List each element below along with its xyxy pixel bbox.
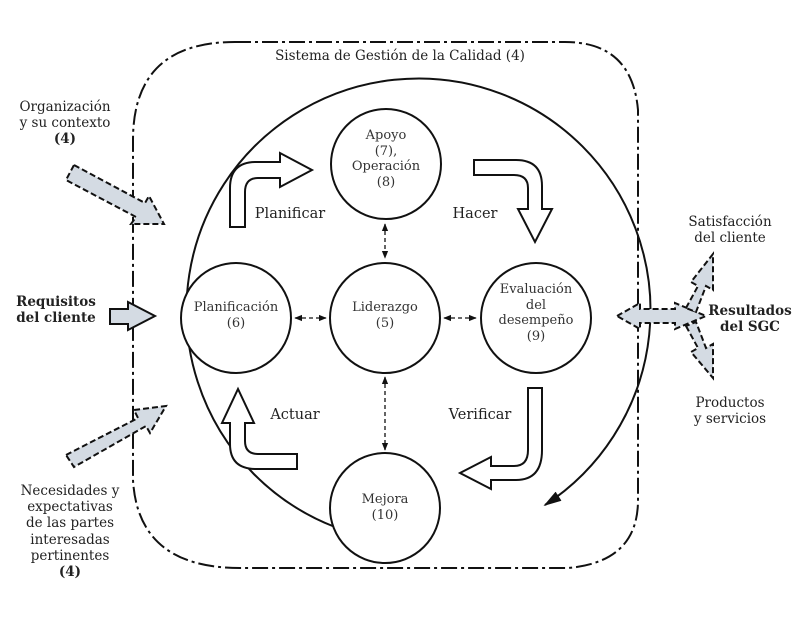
output-arrow-products-services-icon: [684, 320, 714, 381]
output-line: y servicios: [693, 411, 767, 428]
node-line: (5): [375, 315, 395, 331]
main-cycle-circle: [185, 77, 652, 528]
input-label-customer-requirements: Requisitos del cliente: [0, 294, 112, 326]
plan-arrow-icon: [229, 151, 315, 228]
act-arrow-icon: [220, 386, 298, 470]
output-label-qms-results: Resultados del SGC: [700, 303, 800, 335]
node-line: Apoyo: [365, 128, 407, 143]
output-line: Resultados: [708, 303, 792, 319]
output-line: del SGC: [720, 319, 780, 336]
node-circle-performance-evaluation[interactable]: [480, 262, 592, 374]
node-label-performance-evaluation: Evaluación del desempeño (9): [481, 282, 591, 344]
input-label-stakeholder-needs: Necesidades y expectativas de las partes…: [0, 483, 140, 580]
node-line: (9): [526, 328, 546, 344]
input-arrow-org-context-icon: [64, 163, 166, 225]
node-line: (8): [376, 174, 396, 190]
qms-boundary: [133, 42, 239, 190]
output-arrow-qms-results-icon: [614, 301, 709, 331]
node-line: del: [525, 297, 547, 313]
phase-label-act: Actuar: [270, 407, 320, 423]
input-line: Necesidades y: [20, 483, 120, 499]
node-circle-planning[interactable]: [180, 262, 292, 374]
output-arrow-customer-satisfaction-icon: [684, 251, 714, 314]
output-line: del cliente: [694, 230, 766, 247]
input-line: de las partes: [26, 515, 114, 532]
node-line: desempeño: [498, 313, 574, 329]
output-label-products-services: Productos y servicios: [660, 395, 800, 427]
node-circle-support-operation[interactable]: [330, 108, 442, 220]
node-label-planning: Planificación (6): [176, 300, 296, 331]
node-label-leadership: Liderazgo (5): [330, 300, 440, 331]
node-line: (10): [371, 507, 399, 523]
input-line: y su contexto: [19, 115, 111, 132]
phase-label-do: Hacer: [452, 206, 498, 222]
node-line: Evaluación: [499, 282, 573, 297]
qms-boundary-frame: [132, 41, 639, 569]
node-line: Operación: [351, 159, 421, 175]
node-circle-improvement[interactable]: [329, 452, 441, 564]
input-line: Organización: [19, 99, 111, 115]
qms-title: Sistema de Gestión de la Calidad (4): [275, 48, 525, 64]
input-line: del cliente: [16, 310, 96, 327]
do-arrow-icon: [473, 159, 554, 245]
input-arrow-customer-requirements-icon: [109, 300, 158, 332]
phase-label-check: Verificar: [448, 407, 512, 423]
input-line: expectativas: [27, 499, 113, 516]
node-line: Planificación: [193, 300, 279, 315]
output-label-customer-satisfaction: Satisfacción del cliente: [660, 214, 800, 246]
node-line: Liderazgo: [352, 300, 418, 315]
node-label-support-operation: Apoyo (7), Operación (8): [331, 128, 441, 190]
check-arrow-icon: [457, 387, 543, 491]
input-line: (4): [53, 131, 77, 148]
input-arrow-stakeholder-needs-icon: [64, 404, 168, 469]
node-circle-leadership[interactable]: [329, 262, 441, 374]
input-label-org-context: Organización y su contexto (4): [0, 99, 130, 148]
input-line: Requisitos: [16, 294, 96, 310]
input-line: pertinentes: [30, 547, 110, 564]
node-label-improvement: Mejora (10): [330, 492, 440, 523]
input-line: (4): [58, 563, 82, 580]
output-line: Productos: [695, 395, 765, 411]
phase-label-plan: Planificar: [254, 206, 326, 222]
node-line: (6): [226, 315, 246, 331]
output-line: Satisfacción: [688, 214, 772, 230]
node-line: Mejora: [361, 492, 409, 507]
node-line: (7),: [374, 143, 398, 159]
input-line: interesadas: [30, 531, 110, 548]
